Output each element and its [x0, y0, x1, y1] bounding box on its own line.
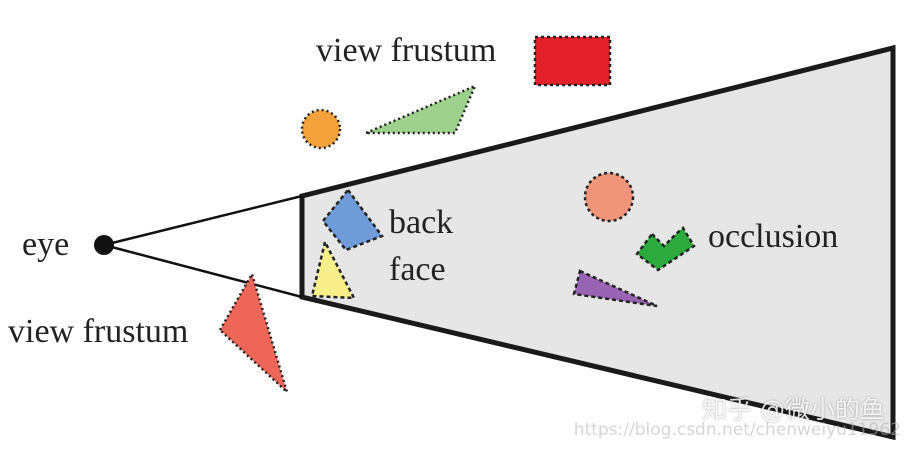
view-frustum-region [299, 44, 896, 441]
view-frustum-label-top: view frustum [316, 32, 497, 69]
eye-point [94, 235, 114, 255]
occlusion-label: occlusion [708, 218, 839, 255]
back-face-label-line1: back [389, 204, 454, 241]
watermark-url: https://blog.csdn.net/chenweiyu11962 [573, 420, 901, 440]
view-frustum-label-bottom: view frustum [8, 313, 189, 350]
purple-triangle [572, 269, 658, 308]
yellow-triangle [310, 238, 357, 300]
eye-label: eye [22, 226, 70, 263]
red-rectangle [533, 35, 612, 87]
orange-circle [300, 108, 342, 150]
blue-quad [321, 187, 384, 252]
salmon-circle [583, 171, 635, 223]
green-occluded-shape [635, 226, 696, 272]
green-triangle [365, 83, 478, 135]
red-triangle [218, 270, 290, 397]
watermark-main: 知乎 @微小的鱼 [702, 395, 885, 424]
back-face-label-line2: face [389, 251, 446, 288]
sight-line-top [103, 194, 303, 247]
sight-line-bottom [103, 243, 303, 299]
